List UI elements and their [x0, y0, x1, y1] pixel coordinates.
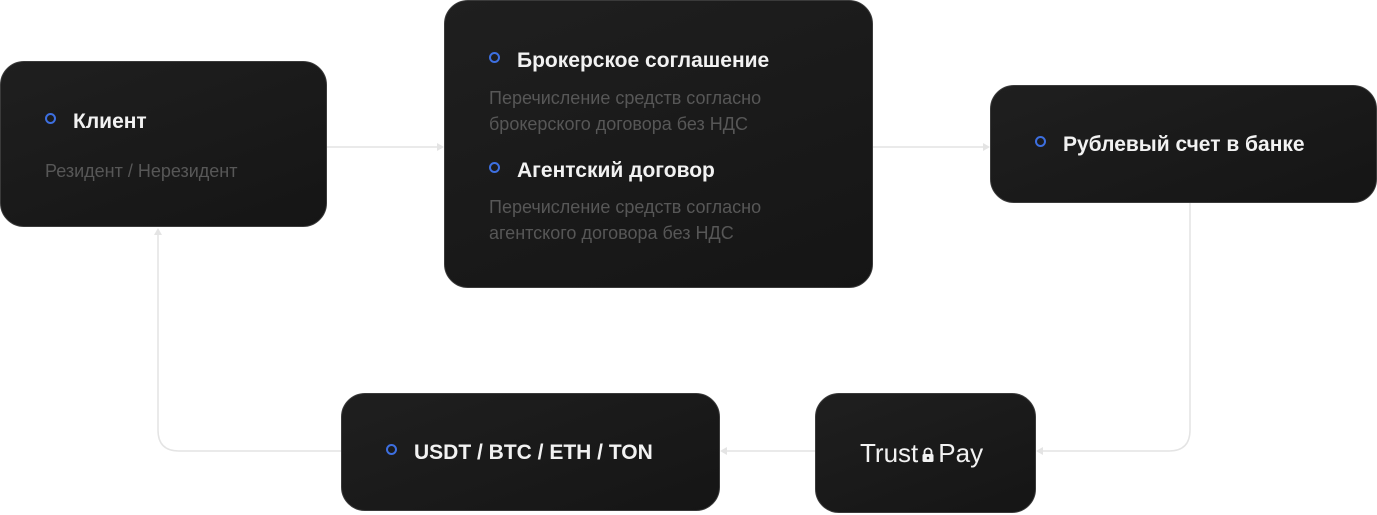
crypto-title: USDT / BTC / ETH / TON — [414, 441, 653, 464]
bank-box: Рублевый счет в банке — [990, 85, 1377, 203]
bullet-icon — [489, 52, 500, 63]
broker-desc-line2: брокерского договора без НДС — [489, 114, 748, 134]
broker-title: Брокерское соглашение — [517, 49, 770, 72]
bullet-icon — [489, 162, 500, 173]
broker-desc-line1: Перечисление средств согласно — [489, 88, 762, 108]
agent-desc-line2: агентского договора без НДС — [489, 223, 734, 243]
client-subtitle: Резидент / Нерезидент — [45, 161, 238, 181]
agent-desc-line1: Перечисление средств согласно — [489, 197, 762, 217]
client-box: Клиент Резидент / Нерезидент — [0, 61, 327, 227]
arrow-crypto-to-client — [157, 232, 341, 452]
trustpay-logo: Trust Pay — [860, 438, 983, 469]
trustpay-box: Trust Pay — [815, 393, 1036, 513]
crypto-box: USDT / BTC / ETH / TON — [341, 393, 720, 511]
arrow-bank-to-trustpay — [1040, 203, 1191, 452]
contracts-box: Брокерское соглашение Перечисление средс… — [444, 0, 873, 288]
bullet-icon — [1035, 136, 1046, 147]
trustpay-part2: Pay — [938, 438, 984, 468]
trustpay-part1: Trust — [860, 438, 919, 468]
bank-title: Рублевый счет в банке — [1063, 133, 1305, 156]
bullet-icon — [386, 444, 397, 455]
agent-title: Агентский договор — [517, 159, 715, 182]
lock-icon — [922, 447, 934, 462]
client-title: Клиент — [73, 110, 147, 133]
bullet-icon — [45, 113, 56, 124]
